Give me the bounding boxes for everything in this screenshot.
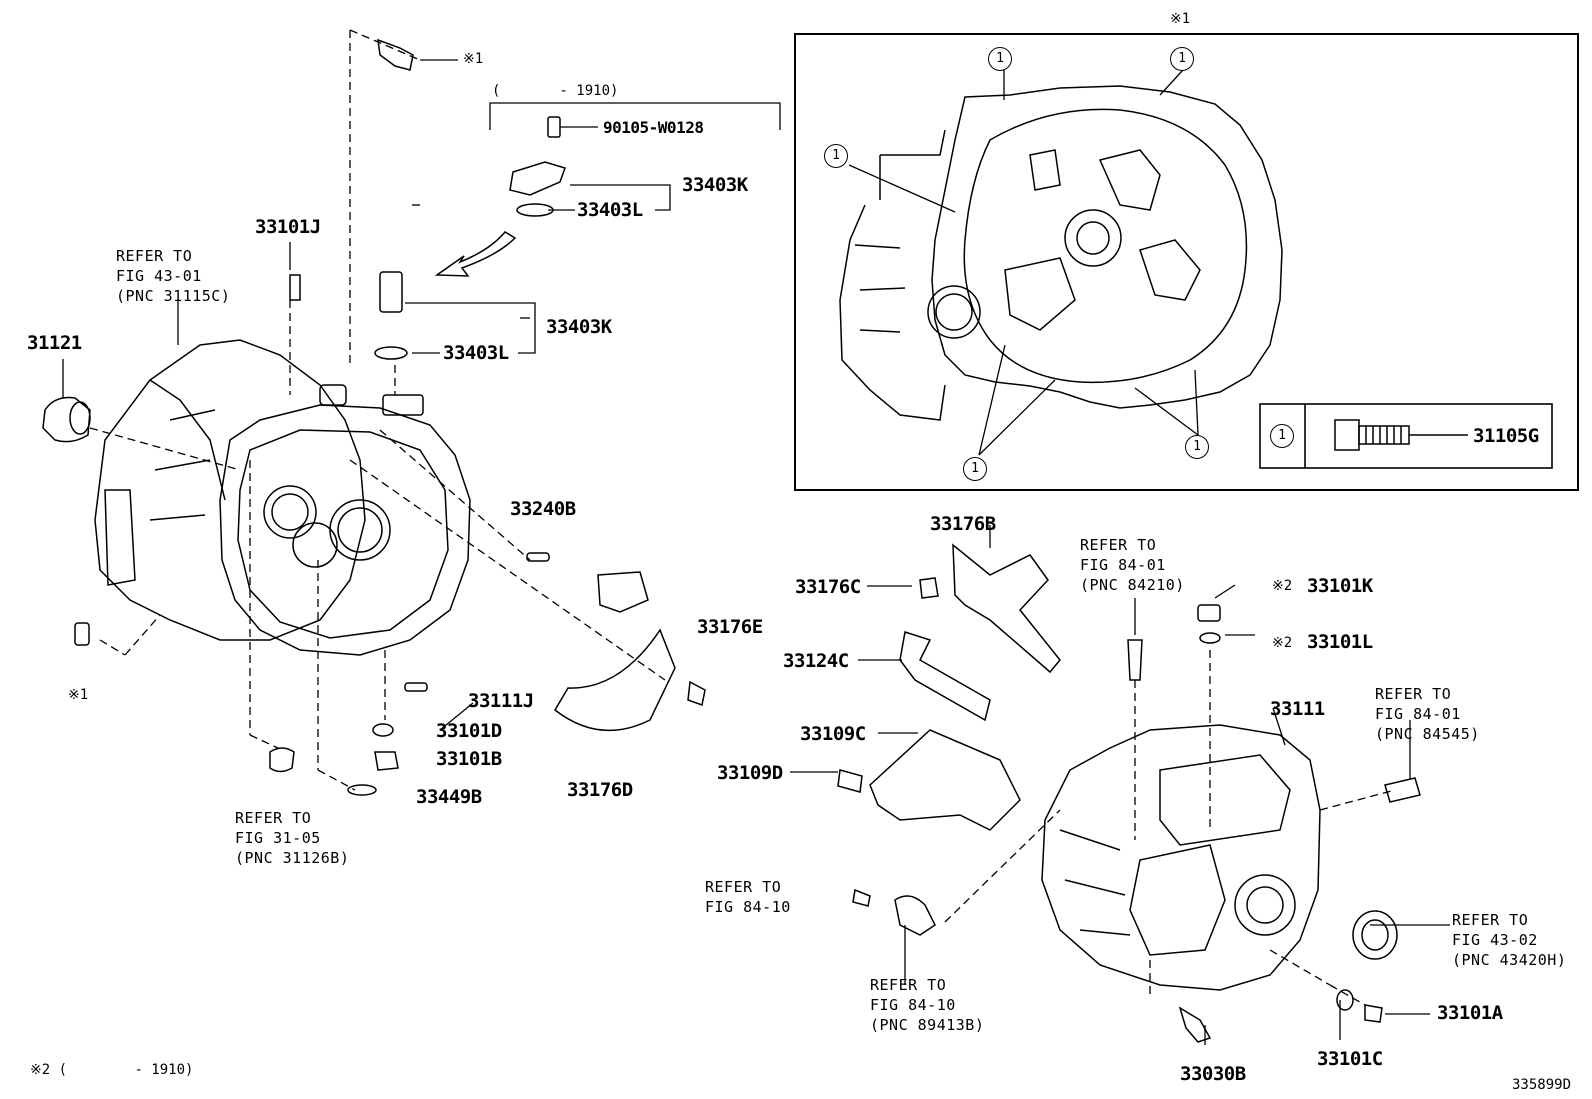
part-label-33176E: 33176E xyxy=(697,616,763,638)
part-label-33101D: 33101D xyxy=(436,720,502,742)
refer-fig-43-01: REFER TO FIG 43-01 (PNC 31115C) xyxy=(116,247,231,305)
part-label-33101C: 33101C xyxy=(1317,1048,1383,1070)
inset-title-mark1: ※1 xyxy=(1170,11,1191,27)
refer-fig-84-10-a: REFER TO FIG 84-10 xyxy=(705,878,791,916)
inset-marker-1b: 1 xyxy=(1170,47,1194,71)
mark1-bottom-left: ※1 xyxy=(68,687,89,703)
part-label-33109C: 33109C xyxy=(800,723,866,745)
part-label-33111J: 33111J xyxy=(468,690,534,712)
mark2-l: ※2 xyxy=(1272,635,1293,651)
inset-marker-1e: 1 xyxy=(1185,435,1209,459)
part-label-33101K: 33101K xyxy=(1307,575,1373,597)
part-label-33101L: 33101L xyxy=(1307,631,1373,653)
inset-transaxle-case xyxy=(839,85,1283,421)
inset-leaders xyxy=(848,69,1199,456)
part-label-33176B: 33176B xyxy=(930,513,996,535)
inset-marker-1a: 1 xyxy=(988,47,1012,71)
part-label-33101J: 33101J xyxy=(255,216,321,238)
part-label-33403L-b: 33403L xyxy=(443,342,509,364)
drawing-number: 335899D xyxy=(1512,1077,1572,1093)
inset-marker-1c: 1 xyxy=(824,144,848,168)
part-label-33449B: 33449B xyxy=(416,786,482,808)
part-label-33030B: 33030B xyxy=(1180,1063,1246,1085)
part-label-33111: 33111 xyxy=(1270,698,1325,720)
inset-legend-marker: 1 xyxy=(1270,424,1294,448)
refer-fig-84-01-a: REFER TO FIG 84-01 (PNC 84210) xyxy=(1080,536,1185,594)
part-label-33176C: 33176C xyxy=(795,576,861,598)
small-parts xyxy=(74,38,706,796)
refer-fig-84-10-b: REFER TO FIG 84-10 (PNC 89413B) xyxy=(870,976,985,1034)
part-label-31105G: 31105G xyxy=(1473,425,1539,447)
part-label-33101A: 33101A xyxy=(1437,1002,1503,1024)
mark2-k: ※2 xyxy=(1272,578,1293,594)
part-label-33109D: 33109D xyxy=(717,762,783,784)
footnote-mark2: ※2 ( - 1910) xyxy=(30,1062,194,1078)
part-label-33403K-a: 33403K xyxy=(682,174,748,196)
direction-arrow-icon xyxy=(434,231,517,277)
cap-31121-icon xyxy=(42,396,91,443)
range-note-top: ( - 1910) xyxy=(492,83,619,99)
middle-parts xyxy=(837,543,1061,936)
clutch-housing xyxy=(94,339,471,656)
part-label-90105-W0128: 90105-W0128 xyxy=(603,118,704,137)
inset-legend-box xyxy=(1259,403,1553,469)
middle-leaders xyxy=(790,525,1450,1045)
refer-fig-84-01-b: REFER TO FIG 84-01 (PNC 84545) xyxy=(1375,685,1480,743)
refer-fig-31-05: REFER TO FIG 31-05 (PNC 31126B) xyxy=(235,809,350,867)
mark1-top: ※1 xyxy=(463,51,484,67)
transmission-case xyxy=(1041,604,1421,1043)
part-label-33176D: 33176D xyxy=(567,779,633,801)
inset-box xyxy=(794,33,1579,491)
inset-marker-1d: 1 xyxy=(963,457,987,481)
part-label-33403K-b: 33403K xyxy=(546,316,612,338)
part-label-33124C: 33124C xyxy=(783,650,849,672)
part-label-33403L-a: 33403L xyxy=(577,199,643,221)
part-label-33101B: 33101B xyxy=(436,748,502,770)
bolt-31105G-icon xyxy=(1334,419,1468,451)
left-leaders xyxy=(62,29,666,791)
part-label-31121: 31121 xyxy=(27,332,82,354)
range-bracket xyxy=(405,102,781,354)
refer-fig-43-02: REFER TO FIG 43-02 (PNC 43420H) xyxy=(1452,911,1567,969)
part-label-33240B: 33240B xyxy=(510,498,576,520)
